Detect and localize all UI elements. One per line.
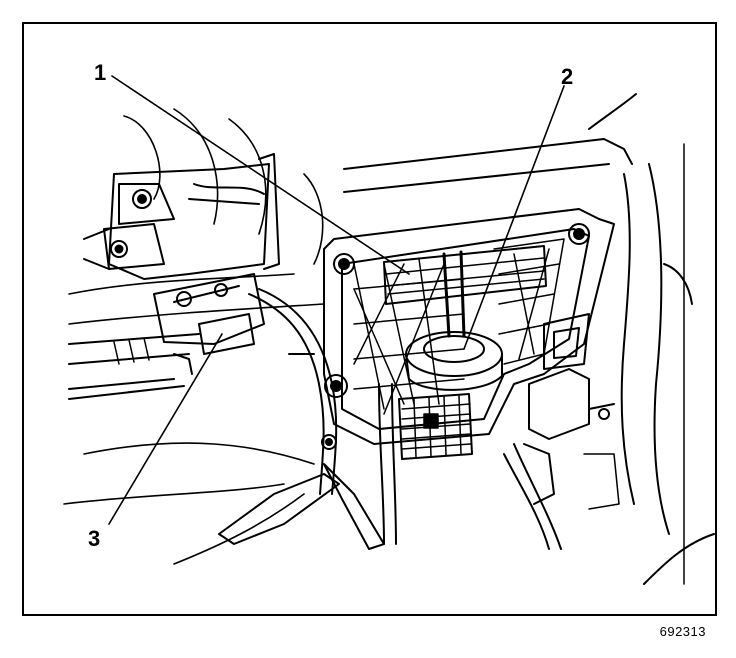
diagram-illustration <box>63 75 715 585</box>
callout-label-3: 3 <box>88 526 101 551</box>
right-structure <box>343 93 715 585</box>
leader-line-1 <box>111 75 410 275</box>
upper-bracket <box>83 153 280 280</box>
actuator-motor <box>68 273 265 400</box>
heater-core <box>383 245 547 305</box>
callout-label-1: 1 <box>94 60 107 85</box>
callout-label-2: 2 <box>561 64 574 89</box>
figure-id: 692313 <box>659 624 706 639</box>
background-curves <box>63 108 325 565</box>
grommet-seal <box>405 250 503 391</box>
diagram-frame: 1 2 3 <box>22 22 717 616</box>
wiring-harness <box>218 288 397 550</box>
leader-line-2 <box>463 85 565 350</box>
leader-lines <box>108 75 565 525</box>
lower-grille <box>398 393 473 460</box>
leader-line-3 <box>108 333 223 525</box>
